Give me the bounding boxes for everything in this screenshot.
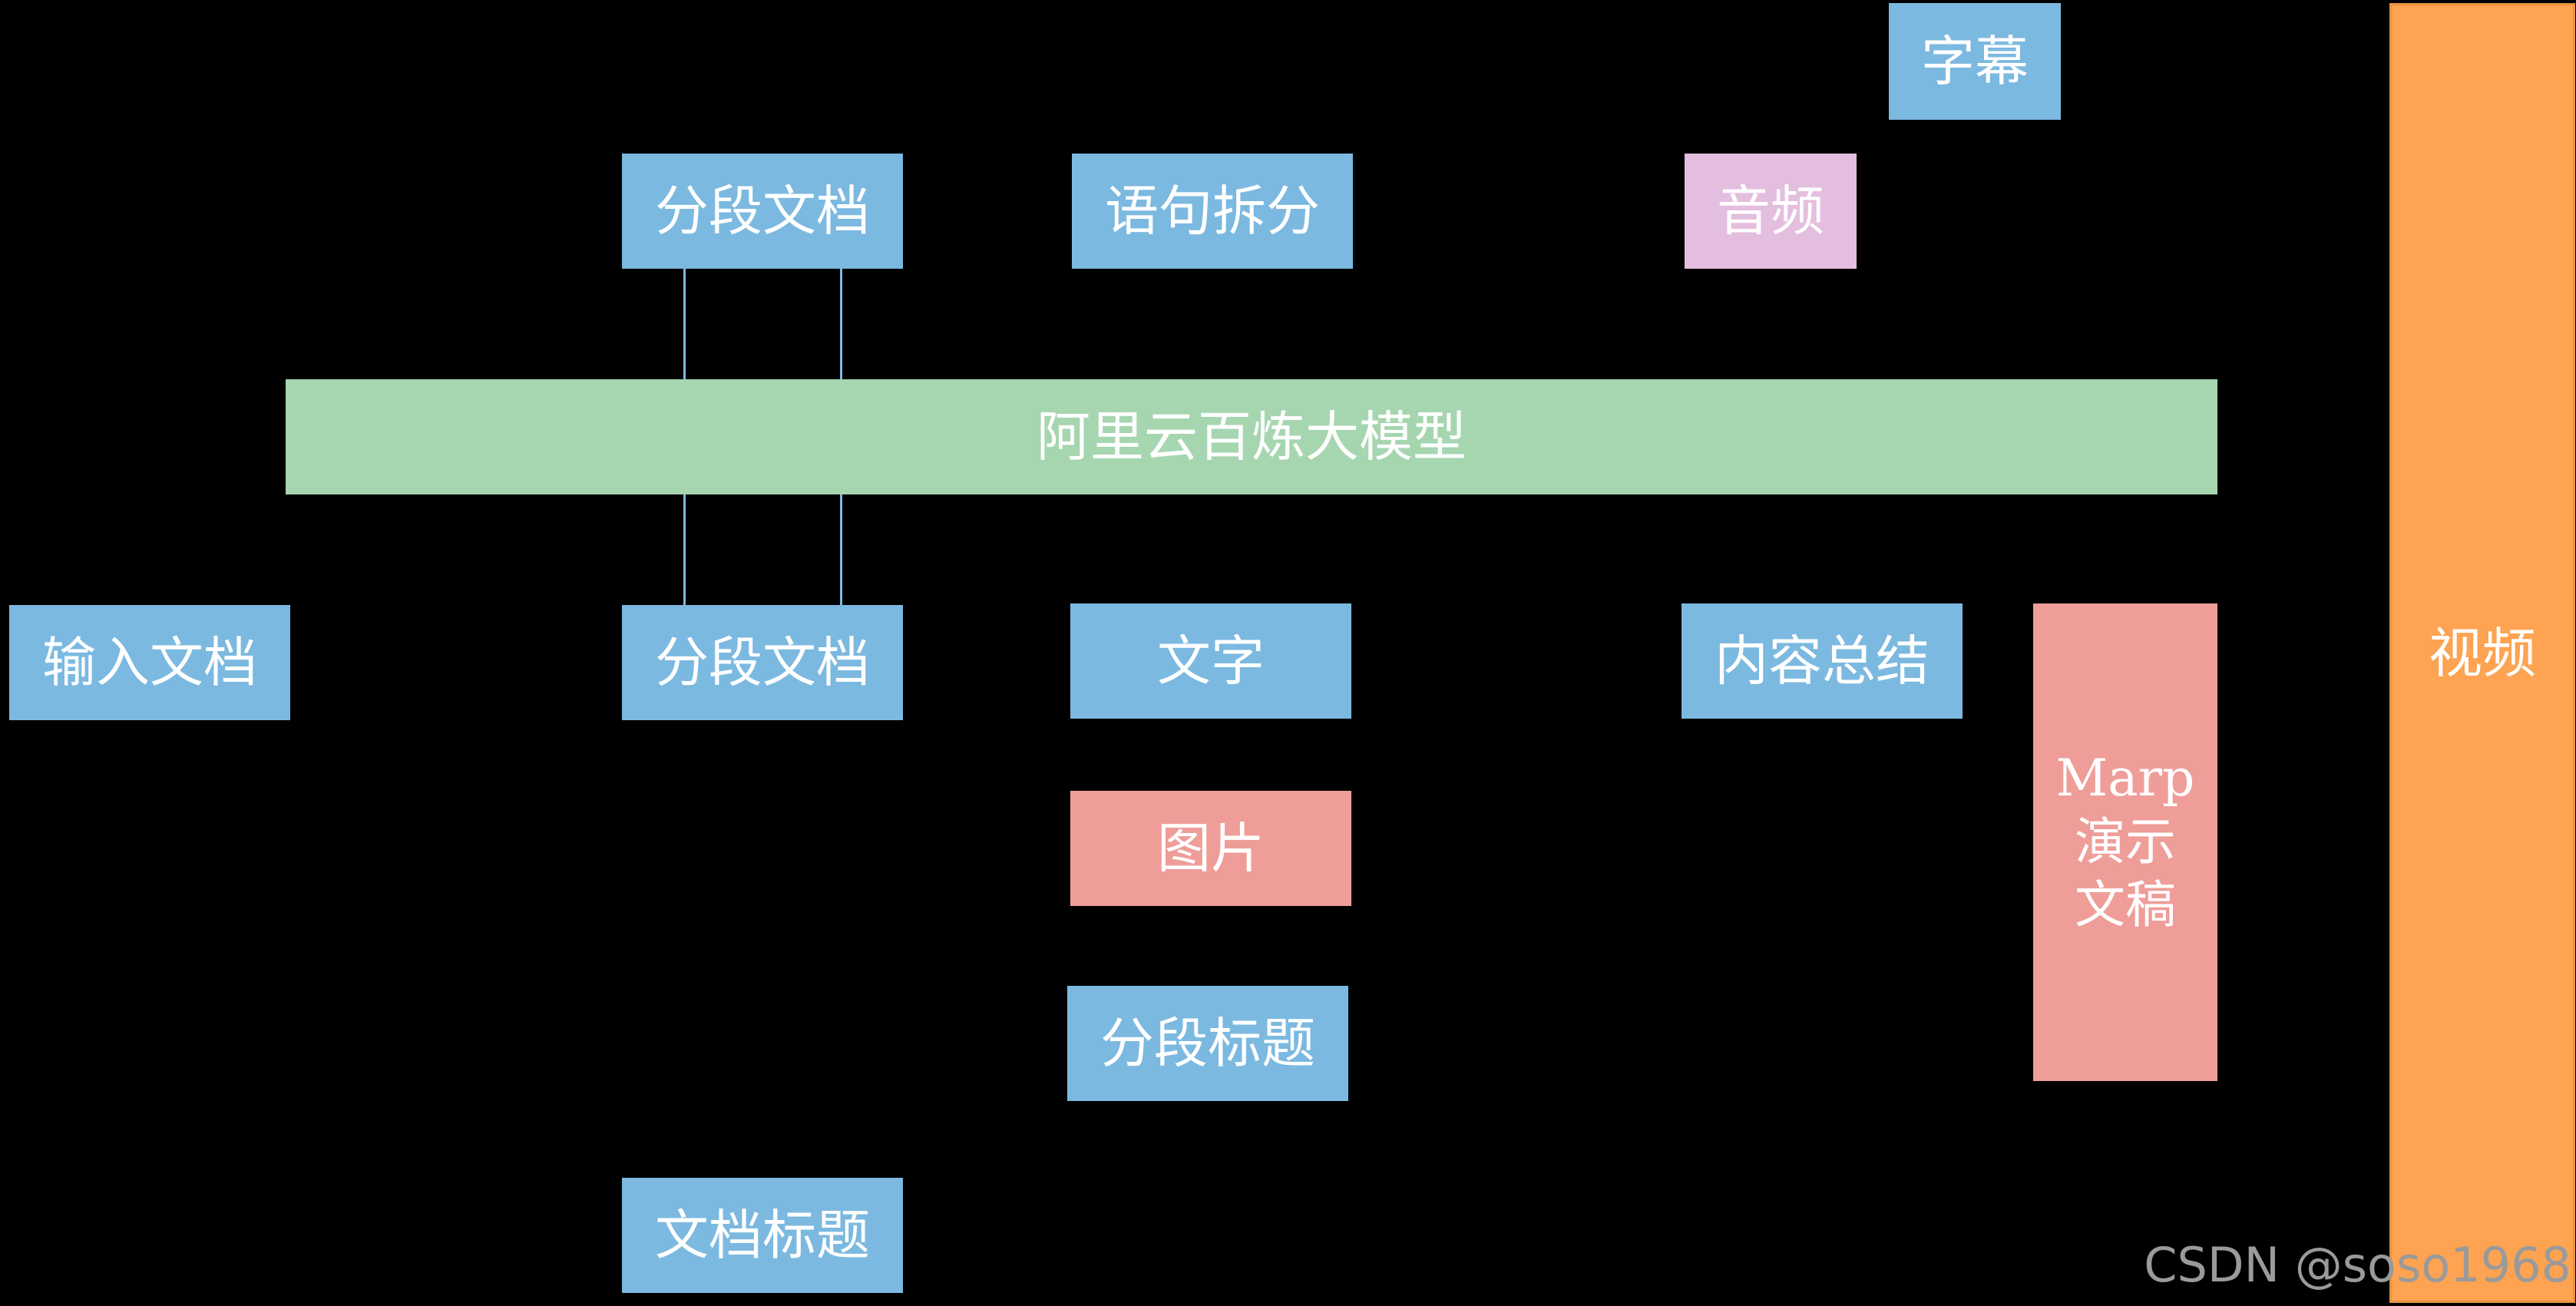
node-video: 视频 bbox=[2389, 3, 2575, 1303]
node-llm-label: 阿里云百炼大模型 bbox=[1037, 405, 1467, 468]
node-marp-slides-line-3: 文稿 bbox=[2075, 875, 2176, 935]
node-content-summary: 内容总结 bbox=[1682, 603, 1963, 719]
node-segmented-doc-mid: 分段文档 bbox=[622, 605, 903, 720]
node-audio: 音频 bbox=[1685, 154, 1857, 269]
node-subtitle: 字幕 bbox=[1889, 3, 2061, 120]
node-marp-slides: Marp 演示 文稿 bbox=[2033, 603, 2217, 1081]
node-sentence-split-label: 语句拆分 bbox=[1105, 180, 1320, 243]
node-segmented-doc-mid-label: 分段文档 bbox=[655, 631, 870, 694]
node-doc-title-label: 文档标题 bbox=[655, 1204, 870, 1267]
node-llm: 阿里云百炼大模型 bbox=[286, 379, 2217, 494]
node-doc-title: 文档标题 bbox=[622, 1178, 903, 1293]
node-segmented-doc-top: 分段文档 bbox=[622, 154, 903, 269]
node-marp-slides-line-1: Marp bbox=[2055, 749, 2195, 808]
node-image: 图片 bbox=[1070, 791, 1351, 906]
node-sentence-split: 语句拆分 bbox=[1072, 154, 1353, 269]
node-content-summary-label: 内容总结 bbox=[1715, 630, 1930, 693]
node-section-title: 分段标题 bbox=[1067, 986, 1348, 1101]
node-audio-label: 音频 bbox=[1717, 180, 1824, 243]
node-text: 文字 bbox=[1070, 603, 1351, 719]
node-marp-slides-line-2: 演示 bbox=[2075, 812, 2176, 871]
node-video-label: 视频 bbox=[2429, 621, 2536, 685]
node-input-doc-label: 输入文档 bbox=[42, 631, 257, 694]
node-image-label: 图片 bbox=[1157, 817, 1265, 880]
node-input-doc: 输入文档 bbox=[9, 605, 290, 720]
watermark-text: CSDN @soso1968 bbox=[2144, 1237, 2571, 1293]
node-subtitle-label: 字幕 bbox=[1921, 30, 2029, 93]
node-section-title-label: 分段标题 bbox=[1100, 1012, 1315, 1075]
node-segmented-doc-top-label: 分段文档 bbox=[655, 180, 870, 243]
node-text-label: 文字 bbox=[1157, 630, 1265, 693]
